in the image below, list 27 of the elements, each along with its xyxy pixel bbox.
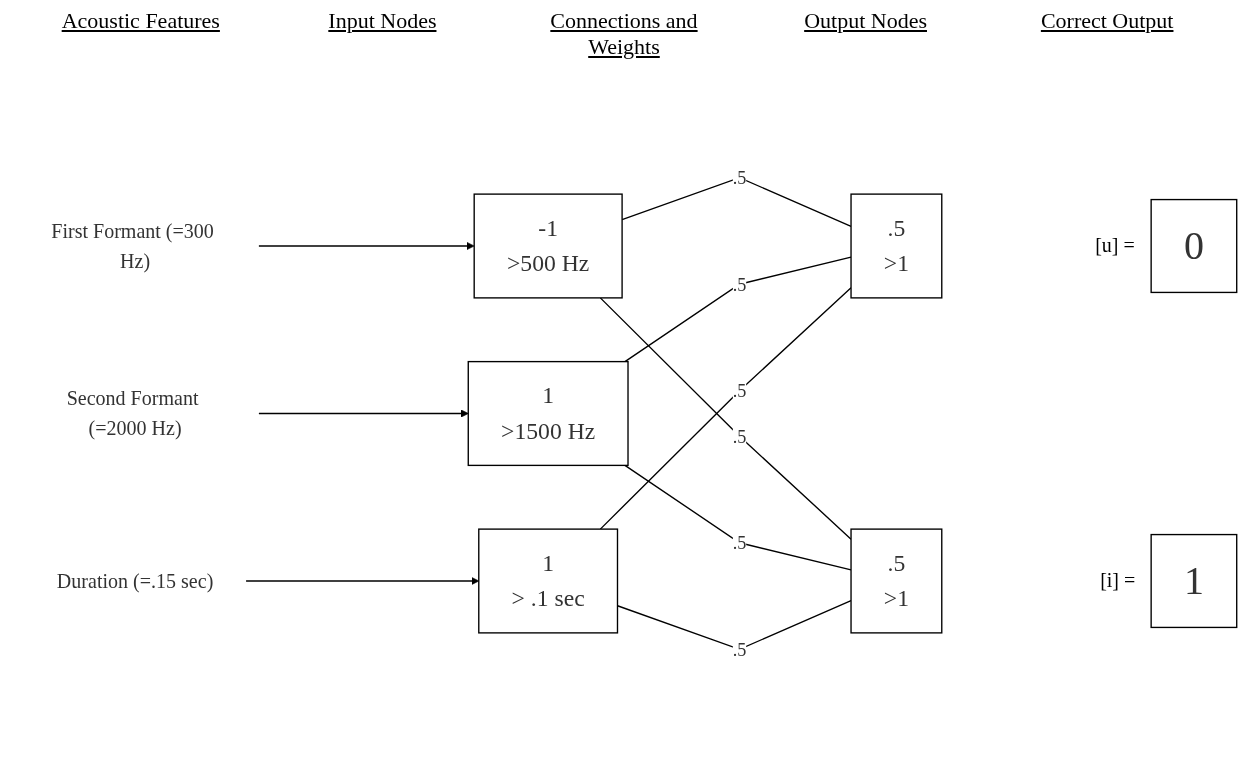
column-heading: Acoustic Features <box>60 8 221 35</box>
column-heading: Connections and Weights <box>549 8 699 61</box>
node-box: .5 >1 <box>850 192 943 299</box>
node-text: Duration (=.15 sec) <box>56 569 214 592</box>
column-heading: Output Nodes <box>803 8 928 35</box>
column-heading: Correct Output <box>1039 8 1175 35</box>
arrow <box>258 241 475 250</box>
node-caption: [u] = <box>1095 234 1135 257</box>
node-text: First Formant (=300 Hz) <box>51 219 214 272</box>
node-text: Second Formant (=2000 Hz) <box>66 386 199 440</box>
arrow <box>258 409 469 417</box>
edge-label: .5 <box>732 638 747 659</box>
node-box: 1 >1500 Hz <box>467 360 629 466</box>
edge-label: .5 <box>732 532 747 553</box>
node-box: 1 > .1 sec <box>478 527 619 634</box>
connector <box>624 255 852 362</box>
edge-label: .5 <box>732 425 747 446</box>
column-heading: Input Nodes <box>327 8 438 35</box>
node-box: .5 >1 <box>850 527 943 634</box>
edge-label: .5 <box>732 167 747 188</box>
node-box: -1 >500 Hz <box>473 192 623 299</box>
node-caption: [i] = <box>1100 569 1136 592</box>
node-box: 0 <box>1150 198 1238 293</box>
connector <box>624 464 852 571</box>
node-box: 1 <box>1150 533 1238 628</box>
edge-label: .5 <box>732 273 747 294</box>
edge-label: .5 <box>732 380 747 401</box>
